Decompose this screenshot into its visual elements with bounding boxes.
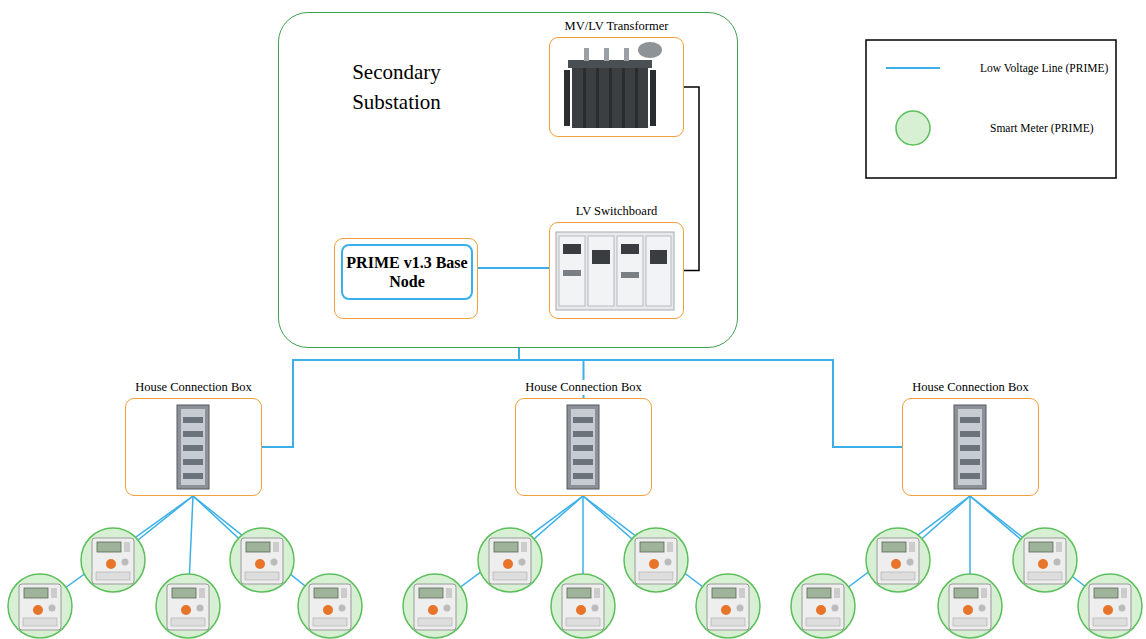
transformer-illustration-part xyxy=(604,48,609,61)
transformer-illustration-part xyxy=(650,70,656,126)
switchboard-illustration xyxy=(556,232,674,310)
connection-box: House Connection Box xyxy=(902,398,1039,496)
substation-region: Secondary Substation MV/LV Transformer LV … xyxy=(278,12,738,348)
smart-meter-illustrations-part xyxy=(478,528,542,592)
power-link xyxy=(684,87,699,271)
house-box-illustration xyxy=(567,405,599,489)
node-label: House Connection Box xyxy=(132,380,255,395)
low-voltage-line xyxy=(478,267,549,269)
node-label: PRIME v1.3 Base Node xyxy=(343,253,471,291)
smart-meter-illustrations-part xyxy=(8,574,72,638)
smart-meter-illustrations-part xyxy=(298,574,362,638)
smart-meter-illustrations-part xyxy=(1078,574,1142,638)
transformer-illustration-part xyxy=(638,42,662,58)
base-node-inner: PRIME v1.3 Base Node xyxy=(341,244,473,300)
smart-meter-illustrations-part xyxy=(81,528,145,592)
smart-meter-illustrations-part xyxy=(938,574,1002,638)
switchboard-box: LV Switchboard xyxy=(549,222,684,319)
switchboard-illustration-part xyxy=(588,236,614,306)
legend-frame-part xyxy=(886,67,940,69)
transformer-illustration-part xyxy=(564,66,656,128)
switchboard-illustration-part xyxy=(563,244,581,254)
transformer-illustration-part xyxy=(568,60,652,68)
switchboard-illustration-part xyxy=(621,272,639,278)
node-label: House Connection Box xyxy=(909,380,1032,395)
transformer-illustration-part xyxy=(584,48,589,61)
switchboard-illustration-part xyxy=(563,270,581,276)
transformer-illustration-part xyxy=(609,66,612,128)
switchboard-illustration-part xyxy=(556,232,674,310)
low-voltage-line xyxy=(262,348,519,447)
house-box-illustration xyxy=(954,405,986,489)
transformer-illustration-part xyxy=(622,66,625,128)
smart-meter-illustrations-part xyxy=(696,574,760,638)
smart-meter-illustrations-part xyxy=(624,528,688,592)
legend-frame-part xyxy=(866,40,1116,178)
switchboard-illustration-part xyxy=(559,236,585,306)
connection-box: House Connection Box xyxy=(515,398,652,496)
legend-frame xyxy=(866,40,1116,178)
switchboard-illustration-part xyxy=(650,250,667,264)
smart-meter-illustrations-part xyxy=(156,574,220,638)
transformer-illustration-part xyxy=(596,66,599,128)
switchboard-illustration-part xyxy=(621,244,639,254)
node-label: MV/LV Transformer xyxy=(562,19,672,34)
smart-meter-illustrations xyxy=(8,528,1142,638)
transformer-illustration-part xyxy=(564,70,570,126)
node-label: LV Switchboard xyxy=(573,204,661,219)
base-node-box: PRIME v1.3 Base Node xyxy=(334,238,478,319)
smart-meter-illustrations-part xyxy=(230,528,294,592)
node-label: Secondary Substation xyxy=(334,57,459,118)
node-label: House Connection Box xyxy=(522,380,645,395)
legend-label: Low Voltage Line (PRIME) xyxy=(980,61,1108,75)
smart-meter-illustrations-part xyxy=(791,574,855,638)
legend-label: Smart Meter (PRIME) xyxy=(990,121,1093,135)
connection-box: House Connection Box xyxy=(125,398,262,496)
transformer-illustration-part xyxy=(635,66,638,128)
switchboard-illustration-part xyxy=(646,236,671,306)
transformer-illustration xyxy=(564,42,662,128)
transformer-box: MV/LV Transformer xyxy=(549,37,684,137)
legend-frame-part xyxy=(896,111,930,145)
house-box-illustration xyxy=(177,405,209,489)
switchboard-illustration-part xyxy=(592,250,610,264)
transformer-illustration-part xyxy=(572,66,648,128)
smart-meter-illustrations-part xyxy=(1013,528,1077,592)
switchboard-illustration-part xyxy=(617,236,643,306)
transformer-illustration-part xyxy=(583,66,586,128)
smart-meter-illustrations-part xyxy=(551,574,615,638)
smart-meter-illustrations-part xyxy=(403,574,467,638)
smart-meter-illustrations-part xyxy=(866,528,930,592)
transformer-illustration-part xyxy=(624,48,629,61)
